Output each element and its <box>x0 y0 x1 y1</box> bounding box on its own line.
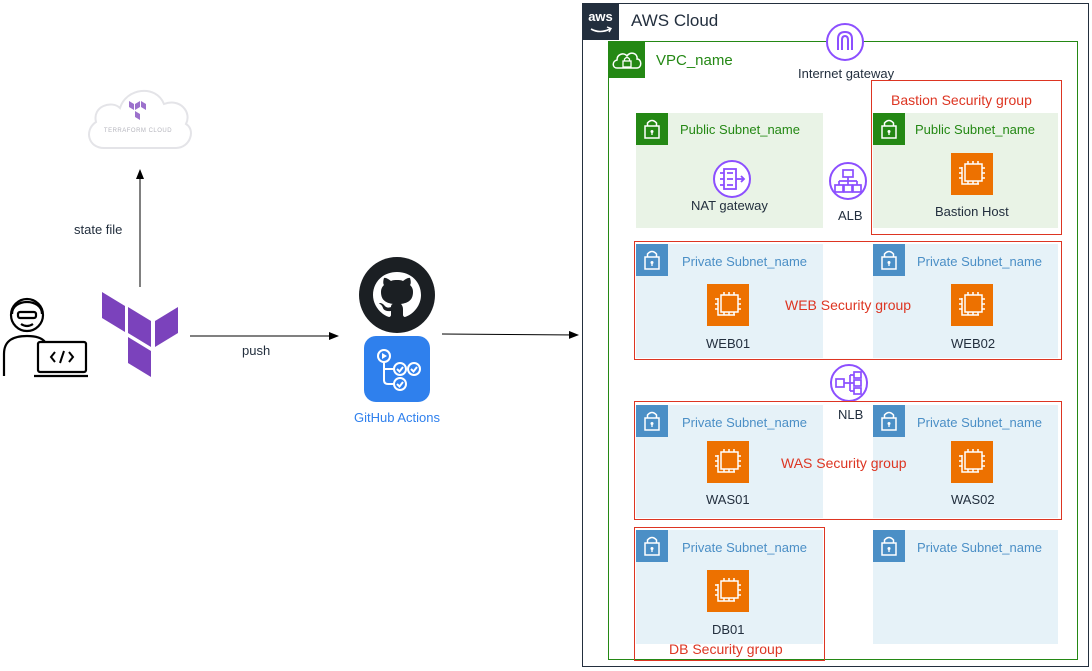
github-actions-label: GitHub Actions <box>354 410 440 425</box>
public-subnet-lock-icon <box>636 113 668 145</box>
aws-logo-badge: aws <box>582 3 619 40</box>
db-security-group-label: DB Security group <box>669 641 783 657</box>
private-subnet-lock-icon <box>636 244 668 276</box>
internet-gateway-label: Internet gateway <box>798 66 895 81</box>
bastion-security-group <box>871 80 1062 235</box>
db-security-group <box>634 527 825 661</box>
bastion-security-group-label: Bastion Security group <box>891 92 1032 108</box>
web-security-group <box>634 241 1062 360</box>
vpc-badge <box>608 41 645 78</box>
public-subnet-lock-icon <box>873 113 905 145</box>
db01-label: DB01 <box>712 622 745 637</box>
private-subnet-web02: Private Subnet_name WEB02 <box>873 244 1058 358</box>
private-subnet-was01-label: Private Subnet_name <box>682 415 808 430</box>
web01-ec2-icon <box>707 284 749 326</box>
developer-icon <box>2 297 88 378</box>
bastion-host-label: Bastion Host <box>935 204 1009 219</box>
github-actions-icon <box>364 336 430 402</box>
was02-ec2-icon <box>951 441 993 483</box>
public-subnet-bastion-label: Public Subnet_name <box>915 122 1035 137</box>
nlb-label: NLB <box>838 407 864 422</box>
aws-cloud-group <box>582 3 1089 667</box>
aws-cloud-label: AWS Cloud <box>631 11 719 30</box>
public-subnet-bastion: Public Subnet_name Bastion Host <box>873 113 1058 228</box>
private-subnet-empty-label: Private Subnet_name <box>917 540 1043 555</box>
private-subnet-web02-label: Private Subnet_name <box>917 254 1043 269</box>
aws-logo-icon <box>590 26 613 33</box>
deploy-arrow <box>441 330 579 339</box>
private-subnet-lock-icon <box>636 405 668 437</box>
terraform-cloud-label: TERRAFORM CLOUD <box>103 128 173 134</box>
was02-label: WAS02 <box>951 492 995 507</box>
web01-label: WEB01 <box>706 336 751 351</box>
alb-label: ALB <box>838 208 863 223</box>
was-security-group <box>634 401 1062 520</box>
alb-icon <box>829 162 867 200</box>
was-security-group-label: WAS Security group <box>781 455 907 471</box>
push-label: push <box>242 343 271 358</box>
terraform-cloud: TERRAFORM CLOUD <box>82 78 194 152</box>
web02-label: WEB02 <box>951 336 996 351</box>
private-subnet-was02-label: Private Subnet_name <box>917 415 1043 430</box>
was01-label: WAS01 <box>706 492 750 507</box>
private-subnet-web01: Private Subnet_name WEB01 <box>636 244 823 358</box>
public-subnet-nat: Public Subnet_name NAT gateway <box>636 113 823 228</box>
private-subnet-lock-icon <box>873 530 905 562</box>
terraform-icon <box>102 292 178 377</box>
private-subnet-lock-icon <box>873 244 905 276</box>
vpc-label: VPC_name <box>656 52 733 69</box>
private-subnet-was01: Private Subnet_name WAS01 <box>636 405 823 518</box>
web-security-group-label: WEB Security group <box>785 297 912 313</box>
private-subnet-lock-icon <box>873 405 905 437</box>
github-icon <box>359 257 435 333</box>
nat-gateway-icon <box>713 160 751 198</box>
state-file-label: state file <box>74 222 123 237</box>
nlb-icon <box>830 364 868 402</box>
bastion-host-ec2-icon <box>951 153 993 195</box>
internet-gateway-icon <box>826 23 864 61</box>
web02-ec2-icon <box>951 284 993 326</box>
was01-ec2-icon <box>707 441 749 483</box>
aws-logo-text: aws <box>588 9 613 24</box>
private-subnet-empty: Private Subnet_name <box>873 530 1058 644</box>
private-subnet-db01-label: Private Subnet_name <box>682 540 808 555</box>
public-subnet-nat-label: Public Subnet_name <box>680 122 800 137</box>
db01-ec2-icon <box>707 570 749 612</box>
private-subnet-web01-label: Private Subnet_name <box>682 254 808 269</box>
private-subnet-lock-icon <box>636 530 668 562</box>
terraform-cloud-icon <box>88 89 192 149</box>
vpc-cloud-lock-icon <box>612 52 642 69</box>
private-subnet-db01: Private Subnet_name DB01 <box>636 530 823 644</box>
private-subnet-was02: Private Subnet_name WAS02 <box>873 405 1058 518</box>
nat-gateway-label: NAT gateway <box>691 198 768 213</box>
